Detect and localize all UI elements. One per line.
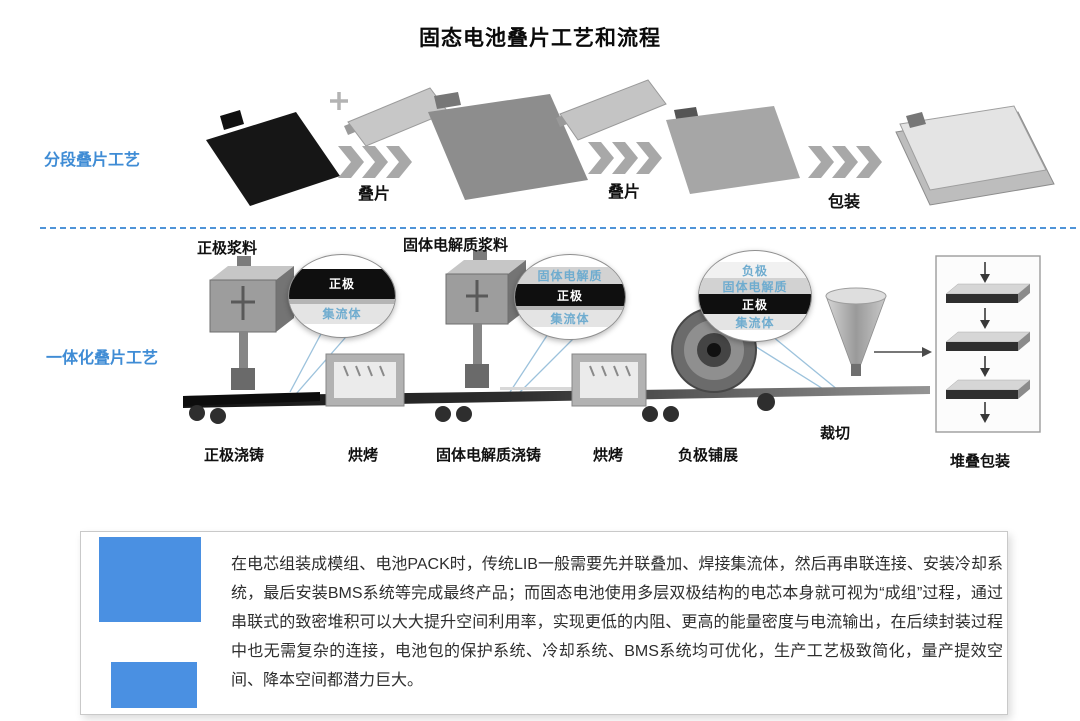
conveyor-rollers [189, 393, 775, 424]
chevron-arrows-icon [808, 146, 882, 178]
layer-label: 固体电解质 [722, 279, 788, 294]
stacked-slab [945, 283, 1031, 303]
cathode-sheet [206, 110, 340, 206]
packaged-cell-sheet [895, 105, 1055, 206]
layer-label: 集流体 [322, 307, 362, 321]
station-label-cathode-casting: 正极浇铸 [204, 447, 265, 464]
segmented-process-label: 分段叠片工艺 [44, 152, 141, 169]
oven-1 [325, 353, 405, 407]
plus-icon [330, 92, 348, 110]
station-label-electrolyte-casting: 固体电解质浇铸 [436, 447, 542, 464]
note-box: 在电芯组装成模组、电池PACK时，传统LIB一般需要先并联叠加、焊接集流体，然后… [80, 531, 1008, 715]
inset-connector-lines [289, 329, 839, 395]
layer-inset-cathode: 正极 集流体 [288, 254, 396, 338]
layer-label: 正极 [328, 277, 355, 291]
cutting-funnel [825, 287, 887, 376]
stacked-slab [945, 331, 1031, 351]
separator-sheet-2 [556, 79, 667, 141]
station-label-cutting: 裁切 [820, 425, 851, 442]
station-label-anode-spreading: 负极铺展 [678, 447, 739, 464]
step-label-stacking-1: 叠片 [358, 186, 391, 203]
chevron-arrows-icon [338, 146, 412, 178]
oven-2 [571, 353, 647, 407]
cathode-slurry-label: 正极浆料 [197, 240, 258, 257]
layer-label: 正极 [556, 288, 583, 303]
down-arrow-icon [980, 262, 990, 423]
layer-inset-anode: 负极 固体电解质 正极 集流体 [698, 250, 812, 342]
flow-arrow-icon [874, 347, 932, 357]
integrated-line-graphic [183, 250, 1041, 433]
station-label-baking-2: 烘烤 [593, 447, 624, 464]
electrolyte-slurry-label: 固体电解质浆料 [403, 237, 509, 254]
chevron-arrows-icon [588, 142, 662, 174]
layer-label: 负极 [741, 263, 768, 278]
conveyor-belt [183, 386, 930, 408]
note-accent-top [99, 537, 201, 622]
station-label-stack-packaging: 堆叠包装 [950, 453, 1011, 470]
layer-label: 固体电解质 [537, 269, 603, 283]
station-label-baking-1: 烘烤 [348, 447, 379, 464]
note-text: 在电芯组装成模组、电池PACK时，传统LIB一般需要先并联叠加、焊接集流体，然后… [231, 556, 1003, 689]
layer-label: 正极 [741, 297, 768, 312]
segmented-flow-graphic [206, 79, 1055, 206]
layer-label: 集流体 [735, 315, 775, 330]
stacked-cell-sheet-2 [666, 106, 800, 194]
step-label-stacking-2: 叠片 [608, 184, 641, 201]
section-divider [40, 227, 1076, 229]
step-label-packaging: 包装 [828, 194, 861, 211]
stacked-cell-sheet [428, 92, 588, 200]
layer-inset-electrolyte: 固体电解质 正极 集流体 [514, 254, 626, 340]
integrated-process-label: 一体化叠片工艺 [46, 350, 159, 367]
page-title: 固态电池叠片工艺和流程 [419, 27, 661, 50]
stacking-box [935, 255, 1041, 433]
note-accent-bottom [111, 662, 197, 708]
stacked-slab [945, 379, 1031, 399]
cathode-mixer [209, 256, 294, 390]
layer-label: 集流体 [550, 312, 590, 326]
electrolyte-mixer [445, 250, 526, 388]
